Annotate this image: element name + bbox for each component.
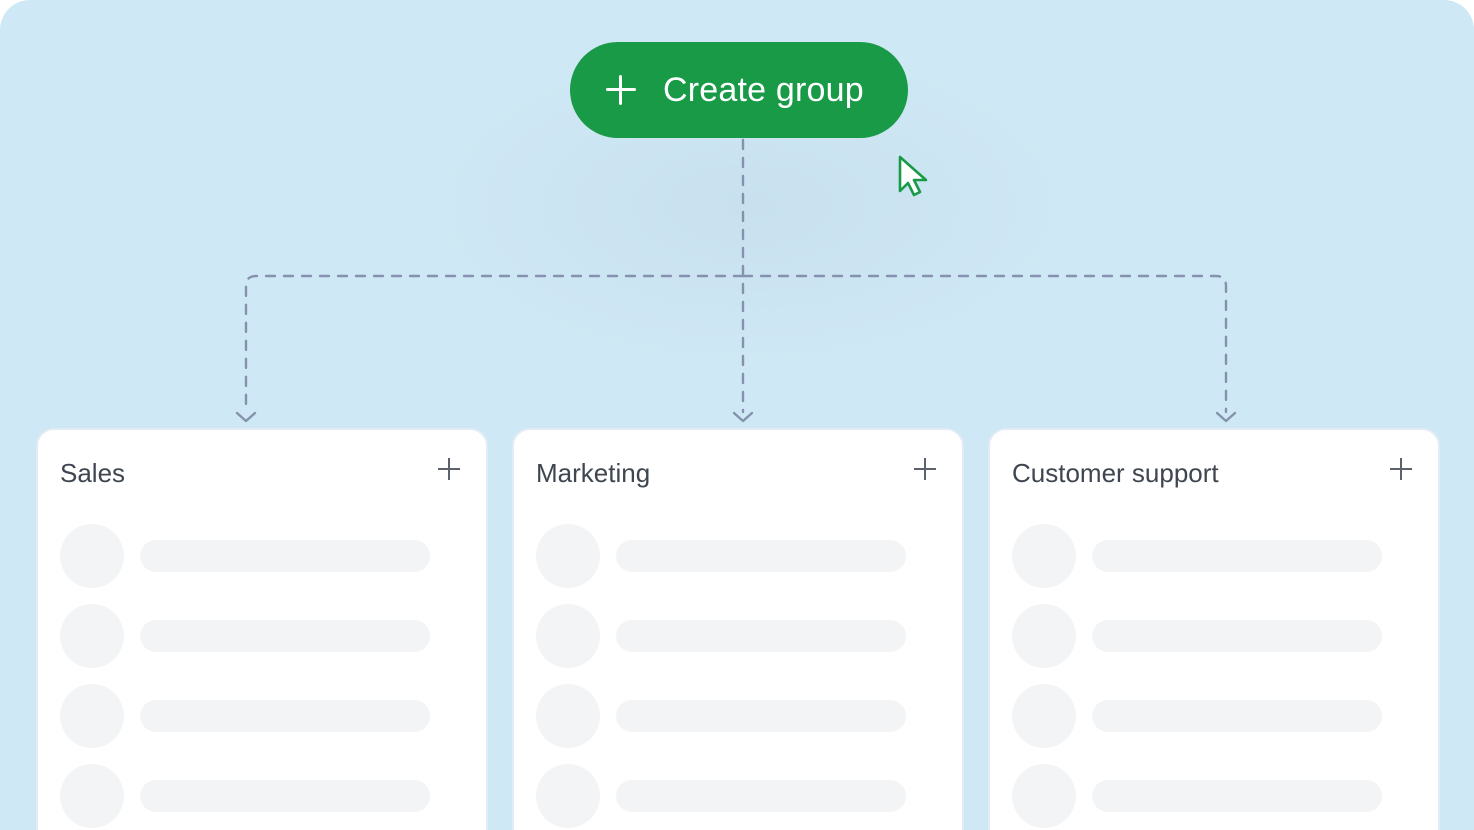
group-title: Customer support [1012,458,1219,488]
text-placeholder [1092,540,1382,572]
avatar-placeholder [536,604,600,668]
connector-branch-left [244,274,745,414]
list-item [60,684,432,748]
arrow-down-icon [1215,411,1237,423]
text-placeholder [616,700,906,732]
avatar-placeholder [1012,684,1076,748]
avatar-placeholder [536,764,600,828]
text-placeholder [140,620,430,652]
avatar-placeholder [1012,764,1076,828]
group-card-customer-support[interactable]: Customer support [988,428,1440,830]
text-placeholder [140,700,430,732]
group-card-sales[interactable]: Sales [36,428,488,830]
create-group-label: Create group [663,70,864,109]
text-placeholder [1092,620,1382,652]
list-item [60,764,432,828]
group-title: Marketing [536,458,651,488]
plus-icon[interactable] [438,458,460,480]
text-placeholder [616,780,906,812]
plus-icon[interactable] [1390,458,1412,480]
list-item [1012,764,1384,828]
list-item [1012,524,1384,588]
text-placeholder [140,540,430,572]
create-group-button[interactable]: Create group [570,42,908,138]
text-placeholder [1092,780,1382,812]
avatar-placeholder [60,764,124,828]
avatar-placeholder [60,524,124,588]
connector-branch-right [741,274,1228,414]
avatar-placeholder [1012,604,1076,668]
group-title: Sales [60,458,126,488]
avatar-placeholder [536,524,600,588]
list-item [536,604,908,668]
group-card-marketing[interactable]: Marketing [512,428,964,830]
text-placeholder [1092,700,1382,732]
plus-icon[interactable] [914,458,936,480]
list-item [536,684,908,748]
list-item [60,604,432,668]
list-item [1012,684,1384,748]
avatar-placeholder [60,604,124,668]
text-placeholder [140,780,430,812]
text-placeholder [616,540,906,572]
list-item [536,524,908,588]
plus-icon [606,75,636,105]
list-item [536,764,908,828]
list-item [1012,604,1384,668]
arrow-down-icon [235,411,257,423]
text-placeholder [616,620,906,652]
pointer-cursor-icon [898,155,928,197]
avatar-placeholder [536,684,600,748]
arrow-down-icon [732,411,754,423]
list-item [60,524,432,588]
avatar-placeholder [1012,524,1076,588]
avatar-placeholder [60,684,124,748]
